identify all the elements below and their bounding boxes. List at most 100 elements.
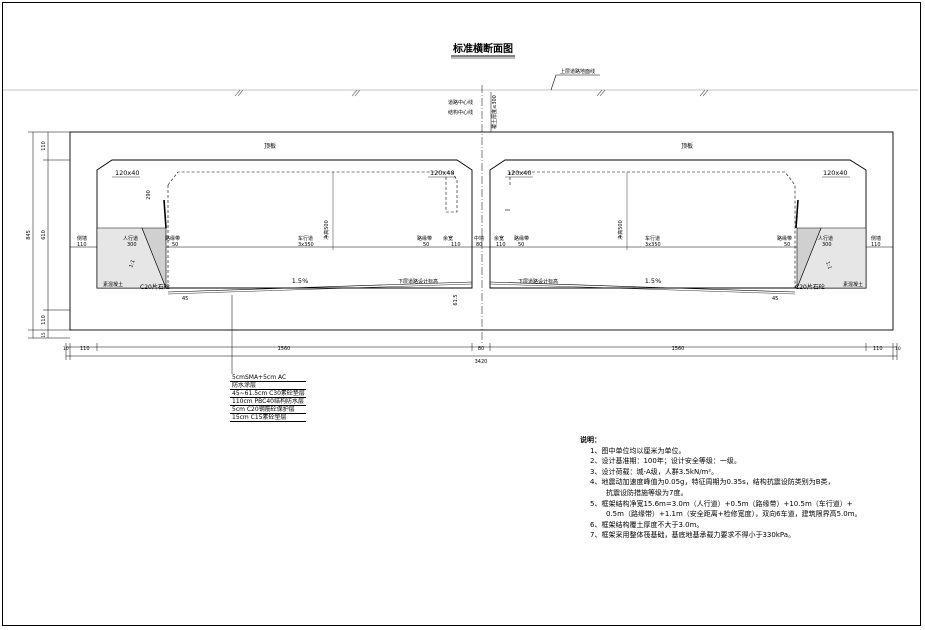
right-cell-outline bbox=[489, 159, 867, 289]
dim-top-110: 110 bbox=[41, 141, 47, 151]
ground-hatch-marks bbox=[234, 89, 709, 97]
lbl-lanes-r: 车行道 bbox=[645, 235, 660, 242]
right-slope-fill bbox=[796, 227, 822, 289]
lbl-lanes-l: 车行道 bbox=[298, 235, 313, 242]
note-item: 5、框架结构净宽15.6m=3.0m（人行道）+0.5m（路缘带）+10.5m（… bbox=[590, 499, 853, 508]
dim-bottom-110: 110 bbox=[41, 315, 47, 325]
haunch-label-4: 120x40 bbox=[823, 169, 848, 177]
lbl-110-gap-l: 110 bbox=[451, 242, 461, 248]
left-slope-fill bbox=[141, 227, 167, 289]
right-guardrail bbox=[795, 199, 799, 229]
note-item: 1、图中单位均以厘米为单位。 bbox=[590, 446, 686, 455]
layer-row: 5cmSMA+5cm AC bbox=[230, 374, 306, 382]
lbl-safety-l: 余宽 bbox=[443, 235, 453, 242]
right-backfill-label: 素混凝土 bbox=[843, 281, 863, 288]
section-labels-left: 侧墙 110 人行道 300 路缘带 50 车行道 3x350 路缘带 50 余… bbox=[77, 235, 484, 248]
haunch-label-3: 120x40 bbox=[507, 169, 532, 177]
layer-row: 15cm C15素砼垫层 bbox=[230, 414, 306, 422]
lbl-sidewalk-r: 人行道 bbox=[818, 235, 833, 242]
left-ratio-label: 1:1 bbox=[128, 259, 136, 269]
left-pavement-slope-2 bbox=[167, 283, 473, 295]
w45-right: 45 bbox=[772, 296, 778, 302]
road-center-label: 道路中心线 bbox=[448, 99, 473, 106]
cover-depth-label: 覆土厚度≤300 bbox=[491, 95, 498, 129]
bottom-dims bbox=[65, 343, 898, 360]
w45-left: 45 bbox=[182, 296, 188, 302]
drawing-title: 标准横断面图 bbox=[452, 42, 513, 55]
lbl-50-r2: 50 bbox=[784, 242, 790, 248]
dim-1560-right: 1560 bbox=[672, 346, 685, 352]
right-ratio-label: 1:1 bbox=[824, 261, 832, 271]
right-bedding-label: C20片石砼 bbox=[795, 283, 825, 291]
note-item: 6、框架结构覆土厚度不大于3.0m。 bbox=[590, 520, 704, 529]
dim-610: 610 bbox=[41, 230, 47, 240]
pavement-layer-table: 5cmSMA+5cm AC 防水涂层 45~61.5cm C30素砼垫层 110… bbox=[230, 374, 306, 422]
dim-1560-left: 1560 bbox=[278, 346, 291, 352]
layer-row: 防水涂层 bbox=[230, 382, 306, 390]
lbl-sidewalk-l: 人行道 bbox=[123, 235, 138, 242]
note-item: 3、设计荷载：城-A级，人群3.5kN/m²。 bbox=[590, 467, 719, 476]
lbl-50-l: 50 bbox=[172, 242, 178, 248]
design-notes: 说明： 1、图中单位均以厘米为单位。 2、设计基准期：100年；设计安全等级：一… bbox=[580, 435, 862, 541]
left-backfill-label: 素混凝土 bbox=[103, 281, 123, 288]
lbl-curb-r2: 路缘带 bbox=[777, 235, 792, 242]
lbl-safety-r: 余宽 bbox=[494, 235, 504, 242]
lbl-50-l2: 50 bbox=[423, 242, 429, 248]
lbl-side-wall-l: 侧墙 bbox=[77, 235, 87, 242]
left-roof-label: 顶板 bbox=[264, 142, 276, 150]
note-item: 7、框架采用整体筏基础，基底地基承载力要求不得小于330kPa。 bbox=[590, 531, 796, 540]
left-bedding-label: C20片石砼 bbox=[140, 283, 170, 291]
right-drain-label: 下层道路设计标高 bbox=[518, 278, 558, 285]
right-clearance-label: 净高500 bbox=[617, 220, 624, 240]
notes-heading: 说明： bbox=[580, 436, 601, 444]
lbl-curb-r: 路缘带 bbox=[514, 235, 529, 242]
note-item: 抗震设防措施等级为7度。 bbox=[606, 488, 688, 497]
left-clearance-label: 净高500 bbox=[323, 220, 330, 240]
dim-110-bottom-right: 110 bbox=[873, 346, 883, 352]
lbl-50-r: 50 bbox=[518, 242, 524, 248]
section-labels-right: 余宽 110 路缘带 50 车行道 3x350 路缘带 50 人行道 300 侧… bbox=[494, 235, 881, 248]
lbl-300-l: 300 bbox=[127, 242, 137, 248]
layer-row: 110cm PBC40结构防水层 bbox=[230, 398, 306, 406]
note-item: 4、地震动加速度峰值为0.05g，特征周期为0.35s，结构抗震设防类别为B类， bbox=[590, 478, 835, 487]
right-roof-label: 顶板 bbox=[681, 142, 693, 150]
lbl-curb-l: 路缘带 bbox=[165, 235, 180, 242]
lbl-110-r: 110 bbox=[871, 242, 881, 248]
lbl-80-mid: 80 bbox=[476, 242, 482, 248]
lbl-3x350-l: 3x350 bbox=[298, 242, 314, 248]
dim-845: 845 bbox=[26, 230, 32, 240]
structure-center-label: 结构中心线 bbox=[448, 109, 473, 116]
lbl-curb-l2: 路缘带 bbox=[417, 235, 432, 242]
note-item: 2、设计基准期：100年；设计安全等级：一级。 bbox=[590, 457, 741, 466]
dim-10-right: 10 bbox=[895, 346, 901, 352]
right-pavement-slope-2 bbox=[489, 283, 796, 295]
height-290-label: 290 bbox=[146, 190, 152, 200]
dim-15: 15 bbox=[41, 332, 46, 338]
left-drain-label: 下层道路设计标高 bbox=[398, 278, 438, 285]
lbl-110-gap-r: 110 bbox=[496, 242, 506, 248]
left-pavement-slope bbox=[167, 281, 473, 293]
left-clearance-line bbox=[167, 171, 458, 213]
right-slope-label: 1.5% bbox=[645, 277, 662, 285]
structure-outline bbox=[69, 131, 894, 331]
dim-10-left: 10 bbox=[63, 346, 69, 352]
ground-leader bbox=[550, 74, 600, 91]
ground-line-label: 上层道路地面线 bbox=[560, 68, 595, 75]
dim-110-bottom-left: 110 bbox=[80, 346, 90, 352]
dim-3420: 3420 bbox=[475, 359, 488, 365]
left-guardrail bbox=[163, 199, 167, 229]
haunch-label-2: 120x40 bbox=[430, 169, 455, 177]
haunch-label-1: 120x40 bbox=[115, 169, 140, 177]
lbl-3x350-r: 3x350 bbox=[645, 242, 661, 248]
depth-615-label: 61.5 bbox=[453, 294, 459, 305]
left-slope-label: 1.5% bbox=[292, 277, 309, 285]
left-vertical-dims bbox=[28, 131, 70, 339]
layer-row: 45~61.5cm C30素砼垫层 bbox=[230, 390, 306, 398]
lbl-side-wall-r: 侧墙 bbox=[871, 235, 881, 242]
lbl-110-l: 110 bbox=[77, 242, 87, 248]
lbl-300-r: 300 bbox=[822, 242, 832, 248]
note-item: 0.5m（路缘带）+1.1m（安全距离+检修宽度），双向6车道，建筑限界高5.0… bbox=[606, 510, 862, 519]
dim-80-bottom: 80 bbox=[478, 346, 484, 352]
